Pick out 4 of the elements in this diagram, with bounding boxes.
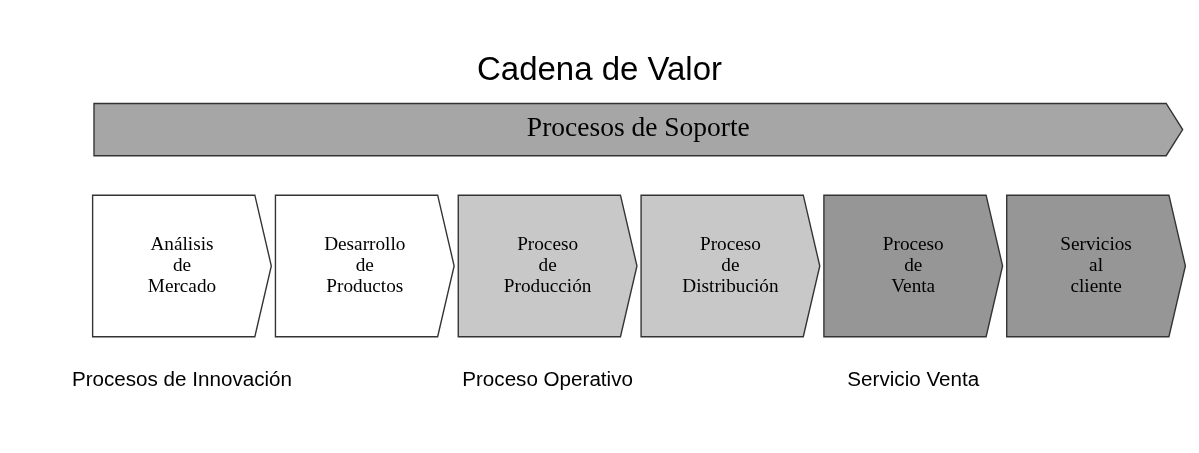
label: Servicio Venta <box>847 366 980 390</box>
diagram-title: Cadena de Valor <box>477 49 722 87</box>
label: Procesos de Innovación <box>71 366 292 390</box>
label: Proceso Operativo <box>462 366 633 390</box>
